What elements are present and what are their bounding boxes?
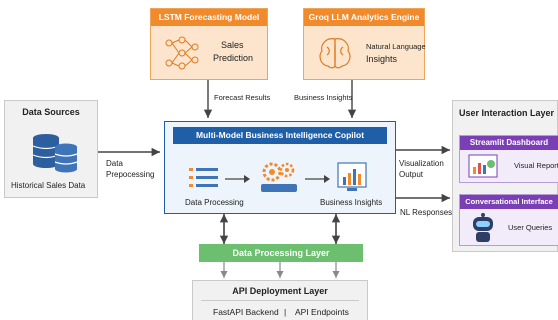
conv-title: Conversational Interface: [460, 195, 558, 209]
label-viz-2: Output: [399, 170, 424, 179]
label-data-prep-2: Prepocessing: [106, 170, 155, 179]
api-backend-label: FastAPI Backend: [213, 307, 279, 317]
groq-title: Groq LLM Analytics Engine: [304, 9, 424, 26]
label-viz-1: Visualization: [399, 159, 444, 168]
brain-icon: [319, 38, 351, 69]
streamlit-title: Streamlit Dashboard: [460, 136, 558, 150]
neural-network-icon: [165, 36, 199, 70]
streamlit-dashboard-card: Streamlit Dashboard Visual Reports: [459, 135, 558, 183]
conv-label: User Queries: [508, 223, 553, 232]
user-interaction-title: User Interaction Layer: [459, 108, 555, 118]
report-icon: [468, 154, 498, 178]
label-nl-responses: NL Responses: [400, 208, 453, 217]
data-sources-title: Data Sources: [22, 107, 80, 117]
robot-icon: [473, 213, 493, 242]
label-business-insights: Business Insights: [294, 93, 353, 102]
processing-layer-title: Data Processing Layer: [232, 248, 330, 258]
lstm-title: LSTM Forecasting Model: [151, 9, 267, 26]
groq-line2: Insights: [366, 54, 398, 64]
database-icon: [32, 134, 78, 173]
api-deployment-layer-box: API Deployment Layer FastAPI Backend | A…: [192, 280, 368, 320]
data-list-icon: [189, 168, 218, 187]
groq-line1: Natural Language: [366, 42, 426, 51]
data-sources-label: Historical Sales Data: [11, 181, 86, 190]
conversational-interface-card: Conversational Interface User Queries: [459, 194, 558, 246]
copilot-title: Multi-Model Business Intelligence Copilo…: [173, 127, 387, 144]
step-arrow-1-icon: [225, 175, 250, 183]
api-separator: |: [284, 307, 287, 317]
api-layer-title: API Deployment Layer: [232, 286, 328, 296]
copilot-step2-label: Business Insights: [320, 198, 383, 207]
data-processing-layer-bar: Data Processing Layer: [199, 244, 363, 262]
gears-icon: [261, 162, 297, 192]
bar-chart-icon: [337, 162, 367, 191]
lstm-forecasting-model-box: LSTM Forecasting Model Sales Prediction: [150, 8, 268, 80]
label-data-prep-1: Data: [106, 159, 123, 168]
copilot-box: Multi-Model Business Intelligence Copilo…: [164, 121, 396, 214]
step-arrow-2-icon: [305, 175, 330, 183]
lstm-line2: Prediction: [213, 53, 254, 63]
data-sources-box: Data Sources Historical Sales Data: [4, 100, 98, 198]
lstm-line1: Sales: [221, 40, 244, 50]
label-forecast-results: Forecast Results: [214, 93, 271, 102]
api-endpoints-label: API Endpoints: [295, 307, 349, 317]
groq-llm-analytics-engine-box: Groq LLM Analytics Engine Natural Langua…: [303, 8, 426, 80]
streamlit-label: Visual Reports: [514, 161, 558, 170]
user-interaction-layer-box: User Interaction Layer Streamlit Dashboa…: [452, 100, 558, 252]
copilot-step1-label: Data Processing: [185, 198, 244, 207]
api-layer-divider: [201, 300, 359, 301]
